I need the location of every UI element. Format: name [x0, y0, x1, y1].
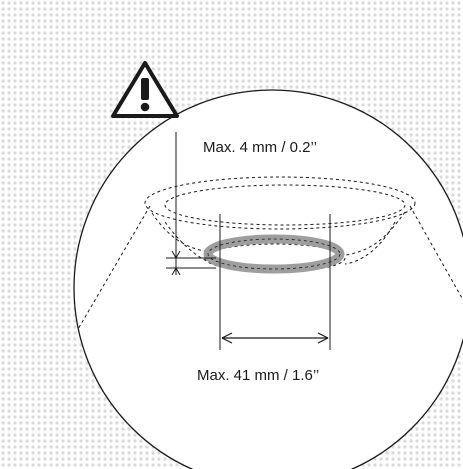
width-limit-label: Max. 41 mm / 1.6’’ [197, 367, 319, 384]
height-dimension [166, 132, 216, 276]
ring-object [203, 234, 345, 274]
width-dimension-arrow [221, 332, 329, 344]
funnel-right-wall [339, 211, 406, 257]
rim-inner-ellipse [164, 184, 406, 226]
funnel-right-inner [344, 221, 396, 265]
rim-outer-ellipse [144, 176, 416, 230]
height-limit-label: Max. 4 mm / 0.2’’ [203, 139, 317, 156]
magnifier-circle [73, 89, 463, 469]
warning-triangle-icon [111, 61, 179, 118]
funnel-left-inner [164, 221, 216, 265]
